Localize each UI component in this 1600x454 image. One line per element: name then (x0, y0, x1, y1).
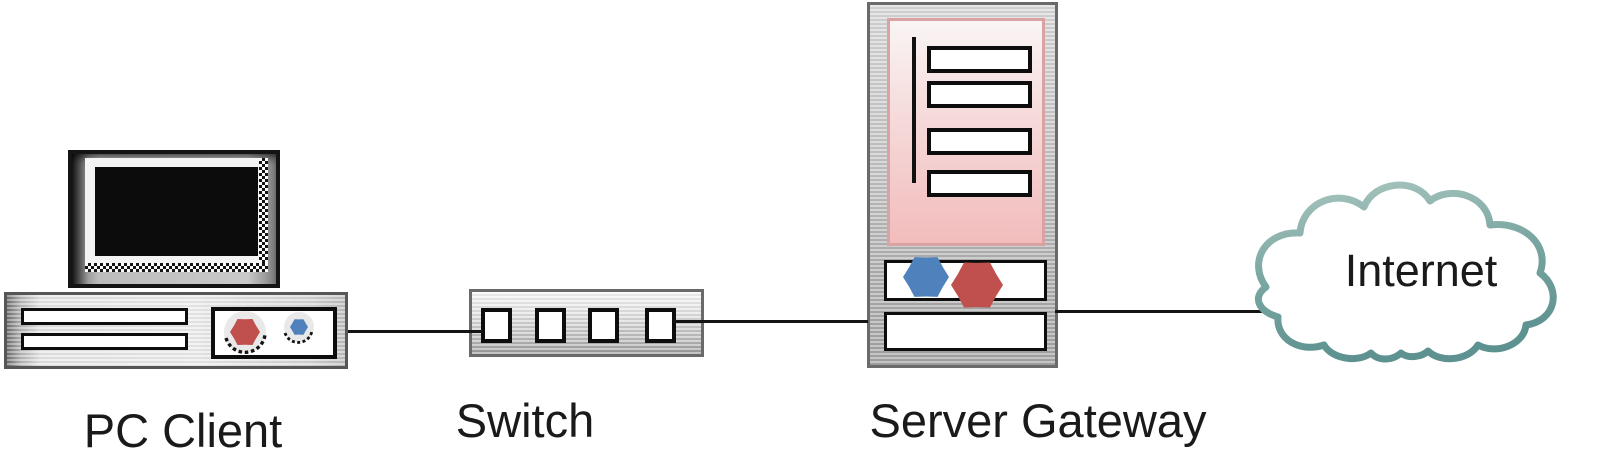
link-switch-to-server (673, 320, 868, 323)
pc-drive-bay (21, 308, 188, 325)
server-drive-bay (884, 312, 1047, 351)
pc-client-label: PC Client (83, 404, 283, 454)
link-server-to-internet (1055, 310, 1270, 313)
server-slot (927, 170, 1032, 197)
pc-buttons-icon (224, 311, 314, 355)
node-switch switch-icon (469, 289, 704, 357)
switch-label: Switch (455, 394, 595, 447)
pc-monitor-screen (95, 167, 258, 256)
blue-button-icon (903, 257, 949, 297)
server-buttons-icon (903, 257, 1003, 308)
internet-label: Internet (1344, 245, 1498, 296)
server-slot (927, 81, 1032, 108)
node-internet cloud-icon (1254, 181, 1557, 363)
pc-button-panel (211, 307, 337, 359)
server-slot (927, 128, 1032, 155)
switch-port (481, 308, 512, 343)
pc-monitor-icon (68, 150, 280, 288)
server-panel-line (912, 37, 916, 183)
switch-port (588, 308, 619, 343)
red-button-icon (951, 262, 1003, 308)
switch-port (535, 308, 566, 343)
switch-port (645, 308, 676, 343)
server-front-panel (887, 18, 1045, 246)
dither-pattern (85, 263, 268, 272)
dither-pattern (259, 158, 268, 272)
link-pc-to-switch (348, 330, 483, 333)
pc-case-icon (4, 292, 348, 369)
node-server-gateway tower-server-icon (867, 2, 1058, 368)
pc-drive-bay (21, 333, 188, 350)
server-gateway-label: Server Gateway (869, 394, 1207, 447)
pc-monitor-bezel (85, 158, 268, 272)
server-slot (927, 46, 1032, 73)
